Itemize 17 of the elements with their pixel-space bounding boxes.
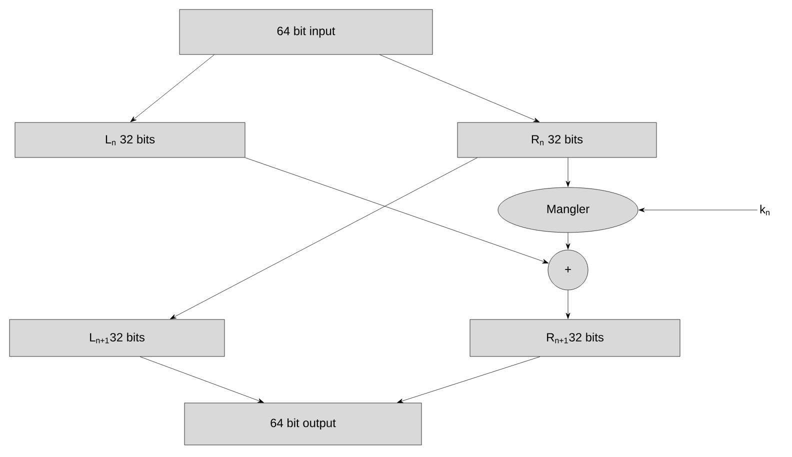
process-box: 64 bit input <box>179 9 433 55</box>
arrow <box>380 54 540 122</box>
arrow <box>566 232 570 250</box>
arrow <box>170 157 478 320</box>
arrow <box>130 54 214 122</box>
process-box: R$_{n}$ 32 bits <box>457 122 657 158</box>
arrow <box>566 290 570 319</box>
process-box: L$_{n+1}$32 bits <box>9 319 225 357</box>
arrow <box>397 356 540 403</box>
arrow <box>140 356 264 403</box>
arrow <box>566 157 570 187</box>
process-box: L$_{n}$ 32 bits <box>14 122 246 158</box>
key-label: k$_{n}$ <box>760 204 770 216</box>
process-box: R$_{n+1}$32 bits <box>470 319 680 357</box>
arrow <box>245 157 549 264</box>
arrow <box>638 208 758 212</box>
process-box: 64 bit output <box>184 402 422 446</box>
